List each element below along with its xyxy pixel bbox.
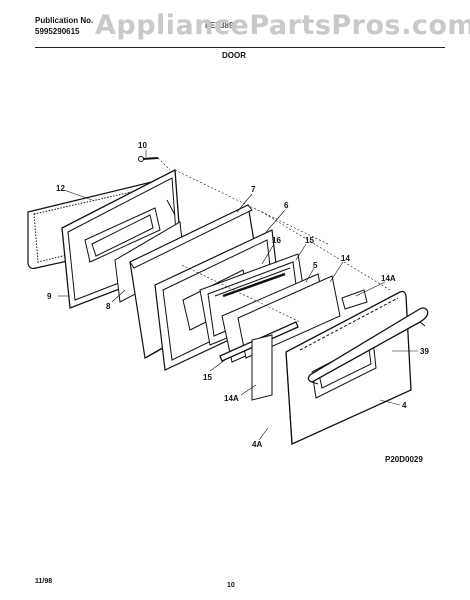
part-insulation-small-top — [341, 289, 368, 310]
model-number: FEF389 — [205, 21, 234, 30]
figure-code: P20D0029 — [385, 455, 423, 464]
callout-15-bottom: 15 — [203, 373, 212, 382]
part-outer-door — [285, 290, 412, 445]
watermark: AppliancePartsPros.com — [95, 10, 470, 41]
assembly-lines — [157, 157, 391, 323]
callout-16: 16 — [272, 236, 281, 245]
part-insulation-bottom — [251, 334, 273, 401]
part-screw — [138, 156, 159, 162]
footer-date: 11/98 — [35, 578, 53, 585]
callout-4: 4 — [402, 401, 407, 410]
header-rule — [35, 47, 445, 48]
callout-12: 12 — [56, 184, 65, 193]
publication-number: 5995290615 — [35, 27, 80, 36]
callout-9: 9 — [47, 292, 52, 301]
section-title: DOOR — [222, 51, 246, 60]
callout-15: 15 — [305, 236, 314, 245]
callout-5: 5 — [313, 261, 318, 270]
callout-4a: 4A — [252, 440, 263, 449]
callout-39: 39 — [420, 347, 429, 356]
publication-label: Publication No. — [35, 16, 94, 25]
part-door-handle — [307, 307, 429, 385]
footer-page-number: 10 — [227, 582, 235, 589]
callout-14a-top: 14A — [381, 274, 396, 283]
callout-14a-bottom: 14A — [224, 394, 239, 403]
callout-6: 6 — [284, 201, 289, 210]
callout-8: 8 — [106, 302, 111, 311]
leader-lines — [58, 150, 418, 441]
callout-10: 10 — [138, 141, 147, 150]
callout-7: 7 — [251, 185, 256, 194]
callout-14: 14 — [341, 254, 350, 263]
